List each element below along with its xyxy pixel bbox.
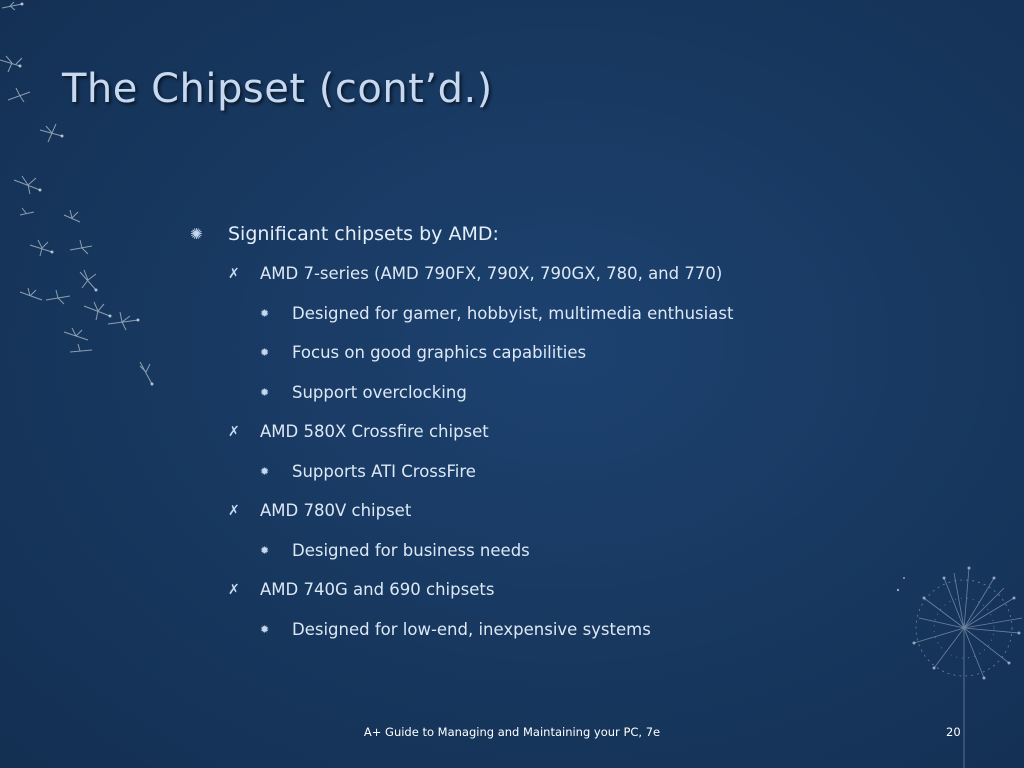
sub-bullet-text: AMD 580X Crossfire chipset — [260, 422, 489, 442]
bullet-list: ✺ Significant chipsets by AMD: ✗ AMD 7-s… — [190, 214, 970, 649]
bullet-text: Significant chipsets by AMD: — [228, 223, 499, 245]
sub-bullet-item: ✗ AMD 7-series (AMD 790FX, 790X, 790GX, … — [190, 254, 970, 294]
sub-sub-bullet-text: Supports ATI CrossFire — [292, 461, 476, 481]
sub-sub-bullet-text: Focus on good graphics capabilities — [292, 343, 587, 363]
x-cross-bullet-icon: ✗ — [228, 502, 240, 519]
small-sunburst-bullet-icon: ✹ — [260, 622, 270, 636]
sub-bullet-item: ✗ AMD 780V chipset — [190, 491, 970, 531]
sub-sub-bullet-text: Designed for gamer, hobbyist, multimedia… — [292, 303, 734, 323]
sub-sub-bullet-item: ✹ Designed for low-end, inexpensive syst… — [190, 610, 970, 650]
sub-bullet-item: ✗ AMD 580X Crossfire chipset — [190, 412, 970, 452]
sub-sub-bullet-item: ✹ Support overclocking — [190, 373, 970, 413]
sub-bullet-text: AMD 780V chipset — [260, 501, 412, 521]
sub-sub-bullet-item: ✹ Supports ATI CrossFire — [190, 452, 970, 492]
bullet-item: ✺ Significant chipsets by AMD: — [190, 214, 970, 254]
dandelion-seeds-decoration-left — [0, 1, 154, 386]
sub-sub-bullet-item: ✹ Designed for business needs — [190, 531, 970, 571]
small-sunburst-bullet-icon: ✹ — [260, 346, 270, 360]
sub-sub-bullet-item: ✹ Designed for gamer, hobbyist, multimed… — [190, 294, 970, 334]
sub-bullet-text: AMD 7-series (AMD 790FX, 790X, 790GX, 78… — [260, 264, 723, 284]
x-cross-bullet-icon: ✗ — [228, 423, 240, 440]
sub-sub-bullet-item: ✹ Focus on good graphics capabilities — [190, 333, 970, 373]
slide-title: The Chipset (cont’d.) — [62, 66, 493, 112]
footer-text: A+ Guide to Managing and Maintaining you… — [363, 725, 661, 739]
small-sunburst-bullet-icon: ✹ — [260, 385, 270, 399]
small-sunburst-bullet-icon: ✹ — [260, 464, 270, 478]
page-number: 20 — [946, 725, 961, 739]
sub-bullet-item: ✗ AMD 740G and 690 chipsets — [190, 570, 970, 610]
x-cross-bullet-icon: ✗ — [228, 581, 240, 598]
sunburst-bullet-icon: ✺ — [190, 225, 203, 243]
sub-sub-bullet-text: Support overclocking — [292, 382, 467, 402]
sub-sub-bullet-text: Designed for low-end, inexpensive system… — [292, 619, 651, 639]
small-sunburst-bullet-icon: ✹ — [260, 543, 270, 557]
sub-sub-bullet-text: Designed for business needs — [292, 540, 530, 560]
dandelion-decoration-right — [896, 566, 1023, 768]
sub-bullet-text: AMD 740G and 690 chipsets — [260, 580, 495, 600]
small-sunburst-bullet-icon: ✹ — [260, 306, 270, 320]
x-cross-bullet-icon: ✗ — [228, 265, 240, 282]
